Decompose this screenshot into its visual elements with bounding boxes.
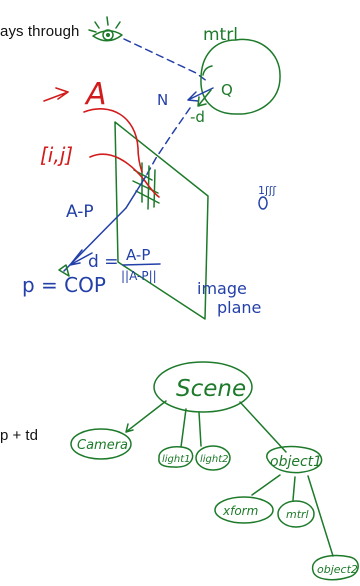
ray-dashed-to-plane: [145, 107, 191, 177]
curve-a-to-pixel: [83, 108, 143, 173]
node-object2: [311, 554, 359, 581]
node-camera: [70, 428, 132, 460]
minus-d-arrow: [197, 89, 212, 107]
label-a-minus-p: A-P: [66, 202, 94, 222]
label-frac-num: A-P: [126, 246, 150, 264]
scribble-mark: 1ʃʃʃ: [258, 184, 276, 197]
node-xform-label: xform: [222, 504, 258, 518]
image-plane: [114, 121, 209, 320]
node-xform: [214, 496, 274, 524]
ray-through-plane: [125, 175, 147, 209]
edge-scene-light1: [180, 408, 187, 448]
node-scene-label: Scene: [176, 376, 246, 402]
label-mtrl-top: mtrl: [203, 25, 238, 45]
arrow-a-to-plane: [43, 87, 69, 102]
node-object1: [266, 446, 323, 474]
normal-arrow: [187, 87, 214, 102]
edge-object1-xform: [251, 474, 281, 496]
fraction-bar: [122, 263, 161, 266]
pixel-hatch: [132, 162, 160, 210]
node-object1-label: object1: [270, 454, 322, 470]
edge-scene-camera: [125, 400, 167, 433]
label-a: A: [84, 77, 107, 112]
node-light1: [158, 445, 194, 468]
edge-object1-object2: [307, 475, 334, 557]
eye-icon: [88, 16, 123, 42]
d-arrow: [69, 249, 93, 266]
label-minus-d: -d: [190, 108, 205, 126]
node-scene: [153, 361, 253, 413]
label-frac-den: ||A-P||: [121, 269, 157, 283]
cop-mark: [58, 264, 70, 277]
node-object2-label: object2: [317, 563, 358, 576]
label-ij: [i,j]: [40, 143, 73, 167]
sphere-object: [200, 38, 281, 115]
node-light2-label: light2: [200, 454, 229, 465]
label-image: image: [197, 279, 247, 298]
scribble-circle: [258, 196, 268, 210]
light-ray-dashed: [123, 38, 209, 83]
text-rays-through: ays through: [0, 23, 80, 40]
label-plane: plane: [217, 298, 261, 317]
edge-scene-object1: [239, 401, 287, 453]
node-camera-label: Camera: [77, 438, 128, 453]
node-mtrl: [277, 500, 315, 528]
scene-graph: Scene Camera light1 light2 object1 xform…: [70, 361, 359, 581]
node-mtrl-label: mtrl: [286, 508, 309, 521]
label-p-eq-cop: p = COP: [22, 273, 106, 297]
label-q: Q: [221, 81, 233, 99]
text-p-plus-td: p + td: [0, 427, 38, 444]
label-d-eq: d =: [88, 252, 118, 272]
node-light2: [195, 445, 231, 471]
node-light1-label: light1: [162, 454, 191, 465]
label-n: N: [157, 91, 168, 109]
edge-scene-light2: [198, 411, 202, 447]
edge-object1-mtrl: [292, 476, 296, 501]
curve-ij-to-pixel: [89, 153, 160, 198]
